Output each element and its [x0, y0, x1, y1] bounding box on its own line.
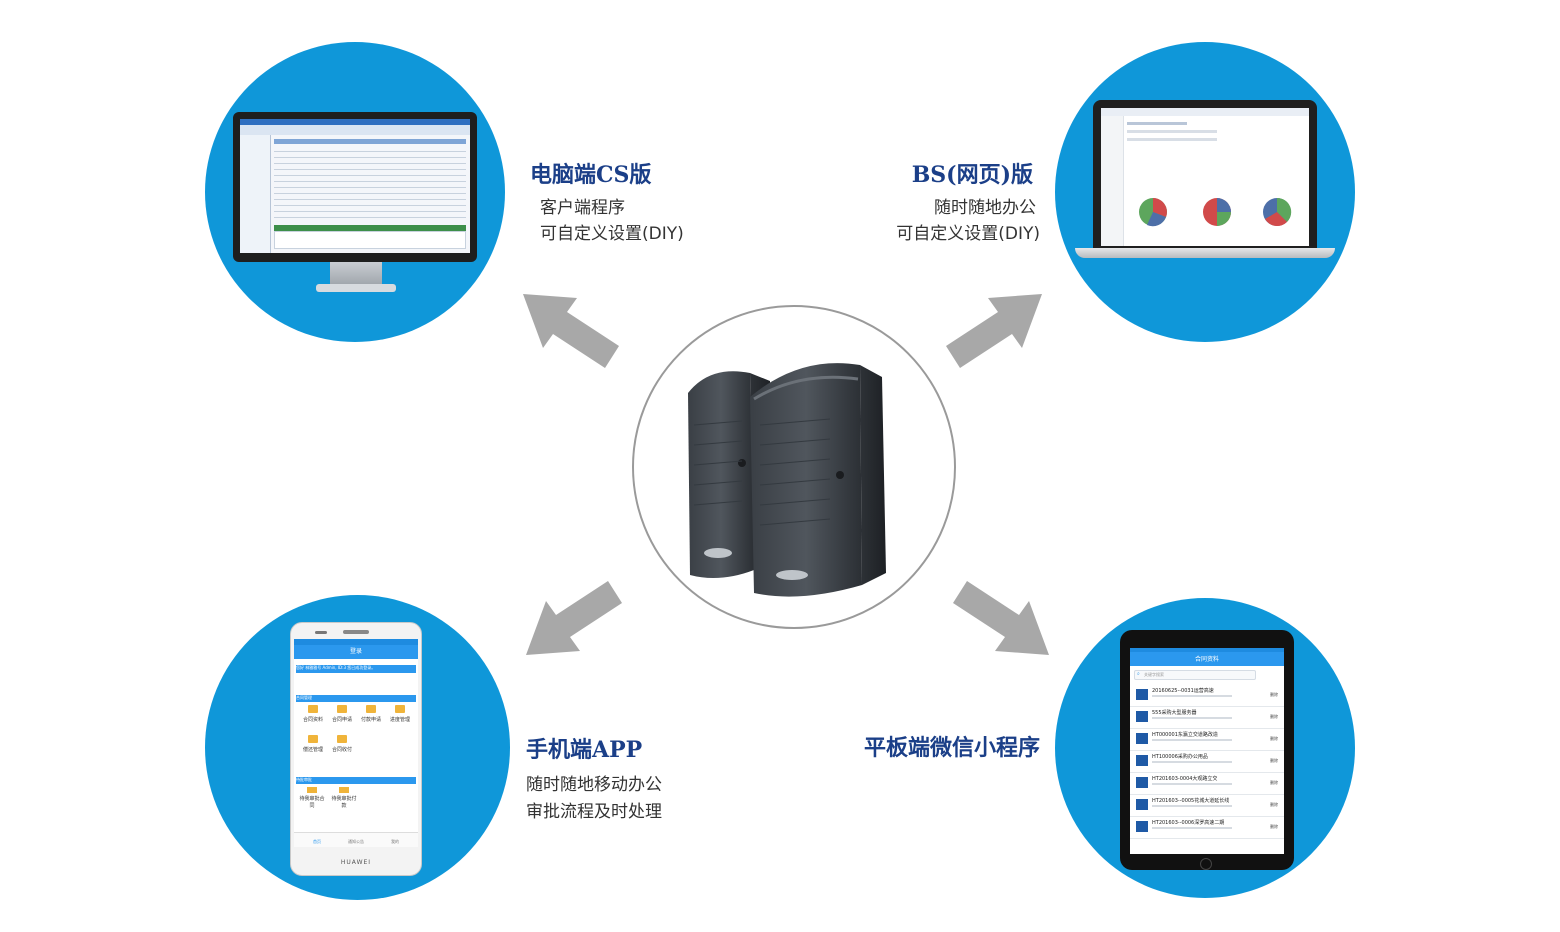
mobile-line-2: 审批流程及时处理: [526, 802, 662, 822]
bs-line-1: 随时随地办公: [934, 198, 1036, 218]
arrow-to-mobile: [526, 581, 622, 655]
contract-logo-icon: [1136, 711, 1148, 722]
contract-logo-icon: [1136, 821, 1148, 832]
tablet-list-item-2[interactable]: HT000001东瀛立交道路改造 删除: [1130, 728, 1284, 751]
phone-grid1-item-1[interactable]: 合同申请: [329, 705, 355, 733]
tablet-list-item-3[interactable]: HT100006采购办公用品 删除: [1130, 750, 1284, 773]
tablet-home-button[interactable]: [1200, 858, 1212, 870]
desktop-monitor: [233, 112, 477, 262]
tablet-frame: 合同资料 ⌕ 关键字搜索 20160625--0031运营高速 删除 555采购…: [1120, 630, 1294, 870]
tablet-screen: 合同资料 ⌕ 关键字搜索 20160625--0031运营高速 删除 555采购…: [1130, 648, 1284, 854]
arrow-to-bs: [946, 294, 1042, 368]
laptop-screen-frame: [1093, 100, 1317, 248]
contract-logo-icon: [1136, 733, 1148, 744]
tablet-list-item-4[interactable]: HT201603-0004大观路立交 删除: [1130, 772, 1284, 795]
folder-icon: [366, 705, 376, 713]
phone-header-title: 登录: [349, 648, 362, 655]
bs-title: BS(网页)版: [911, 162, 1033, 188]
phone-grid1-item-0[interactable]: 合同资料: [300, 705, 326, 733]
cs-line-1: 客户端程序: [540, 198, 625, 218]
folder-icon: [337, 705, 347, 713]
phone-frame: 登录 您好 林雅雅号 Admin, ID:3 您已成功登录。 合同管理 合同资料…: [290, 622, 422, 876]
arrow-to-cs: [523, 294, 619, 368]
phone-grid1-item-5[interactable]: 合同收付: [329, 735, 355, 763]
contract-logo-icon: [1136, 689, 1148, 700]
arrow-to-tablet: [953, 581, 1049, 655]
tablet-search[interactable]: ⌕ 关键字搜索: [1134, 670, 1256, 680]
contract-logo-icon: [1136, 755, 1148, 766]
tablet-title: 平板端微信小程序: [863, 735, 1040, 761]
server-towers-image: [688, 363, 886, 597]
phone-section-approval: 待批审批: [296, 777, 416, 784]
bs-line-2: 可自定义设置(DIY): [896, 224, 1040, 244]
bs-pie-charts: [1139, 197, 1292, 227]
phone-welcome: 您好 林雅雅号 Admin, ID:3 您已成功登录。: [296, 665, 416, 673]
mobile-title: 手机端APP: [526, 737, 643, 763]
phone-tab-home[interactable]: 首页: [313, 839, 321, 844]
phone-grid1-item-2[interactable]: 付款申请: [358, 705, 384, 733]
tablet-list-item-1[interactable]: 555采购大型服务器 删除: [1130, 706, 1284, 729]
mobile-line-1: 随时随地移动办公: [526, 775, 662, 795]
phone-tab-notice[interactable]: 通知公告: [348, 839, 364, 844]
phone-grid2-item-0[interactable]: 待我审批合同: [298, 787, 326, 813]
tablet-list-item-5[interactable]: HT201603--0005花城大道延长线 删除: [1130, 794, 1284, 817]
laptop-base: [1075, 248, 1335, 258]
folder-icon: [307, 787, 317, 793]
tablet-list-item-0[interactable]: 20160625--0031运营高速 删除: [1130, 684, 1284, 707]
search-icon: ⌕: [1137, 671, 1140, 677]
cs-line-2: 可自定义设置(DIY): [540, 224, 684, 244]
monitor-base: [316, 284, 396, 292]
cs-app-screen: [240, 119, 470, 253]
folder-icon: [395, 705, 405, 713]
tablet-list-item-6[interactable]: HT201603--0006深罗高速二期 删除: [1130, 816, 1284, 839]
bs-app-screen: [1101, 108, 1309, 246]
cs-title: 电脑端CS版: [530, 162, 652, 188]
folder-icon: [337, 735, 347, 743]
folder-icon: [308, 735, 318, 743]
phone-tab-mine[interactable]: 我的: [391, 839, 399, 844]
phone-brand: HUAWEI: [340, 859, 372, 866]
folder-icon: [339, 787, 349, 793]
phone-screen: 登录 您好 林雅雅号 Admin, ID:3 您已成功登录。 合同管理 合同资料…: [294, 639, 418, 847]
phone-grid2-item-1[interactable]: 待我审批付款: [330, 787, 358, 813]
contract-logo-icon: [1136, 799, 1148, 810]
tablet-header-title: 合同资料: [1194, 656, 1219, 663]
contract-logo-icon: [1136, 777, 1148, 788]
monitor-stand: [330, 262, 382, 286]
folder-icon: [308, 705, 318, 713]
phone-grid1-item-4[interactable]: 偿还管理: [300, 735, 326, 763]
phone-section-contract: 合同管理: [296, 695, 416, 702]
phone-grid1-item-3[interactable]: 进度管理: [387, 705, 413, 733]
